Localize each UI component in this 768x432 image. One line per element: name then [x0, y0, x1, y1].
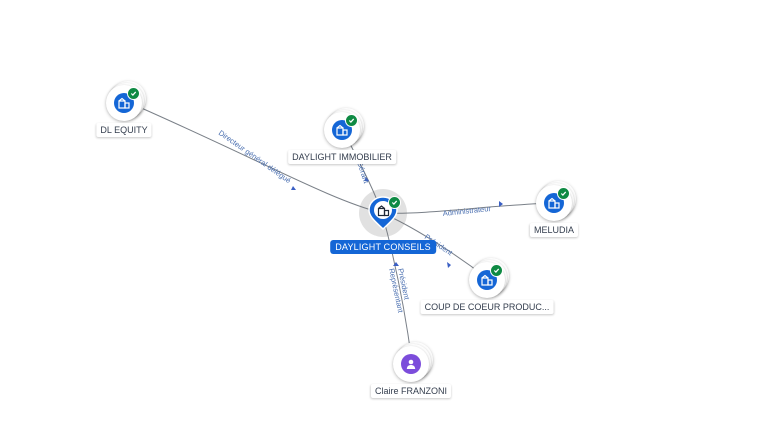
- edge-meludia: [381, 202, 554, 214]
- edge-label-dl-equity: Directeur général délégué: [217, 128, 293, 185]
- arrow-meludia: [499, 201, 503, 207]
- arrow-claire-franzoni: [393, 262, 399, 266]
- arrow-daylight-immobilier: [364, 177, 369, 181]
- verified-check-icon: [557, 187, 570, 200]
- verified-check-icon: [127, 87, 140, 100]
- node-label: MELUDIA: [529, 223, 579, 237]
- node-label: Claire FRANZONI: [370, 384, 452, 398]
- central-node-label: DAYLIGHT CONSEILS: [330, 240, 436, 254]
- arrow-dl-equity: [291, 186, 296, 190]
- verified-check-icon: [490, 264, 503, 277]
- arrow-coup-de-coeur: [447, 262, 451, 268]
- node-label: COUP DE COEUR PRODUC...: [420, 300, 554, 314]
- edge-label-meludia: Administrateur: [442, 204, 492, 218]
- verified-check-icon: [345, 114, 358, 127]
- node-label: DAYLIGHT IMMOBILIER: [288, 150, 396, 164]
- node-label: DL EQUITY: [96, 123, 152, 137]
- edge-dl-equity: [129, 102, 383, 214]
- verified-check-icon: [388, 196, 401, 209]
- person-icon: [401, 354, 421, 374]
